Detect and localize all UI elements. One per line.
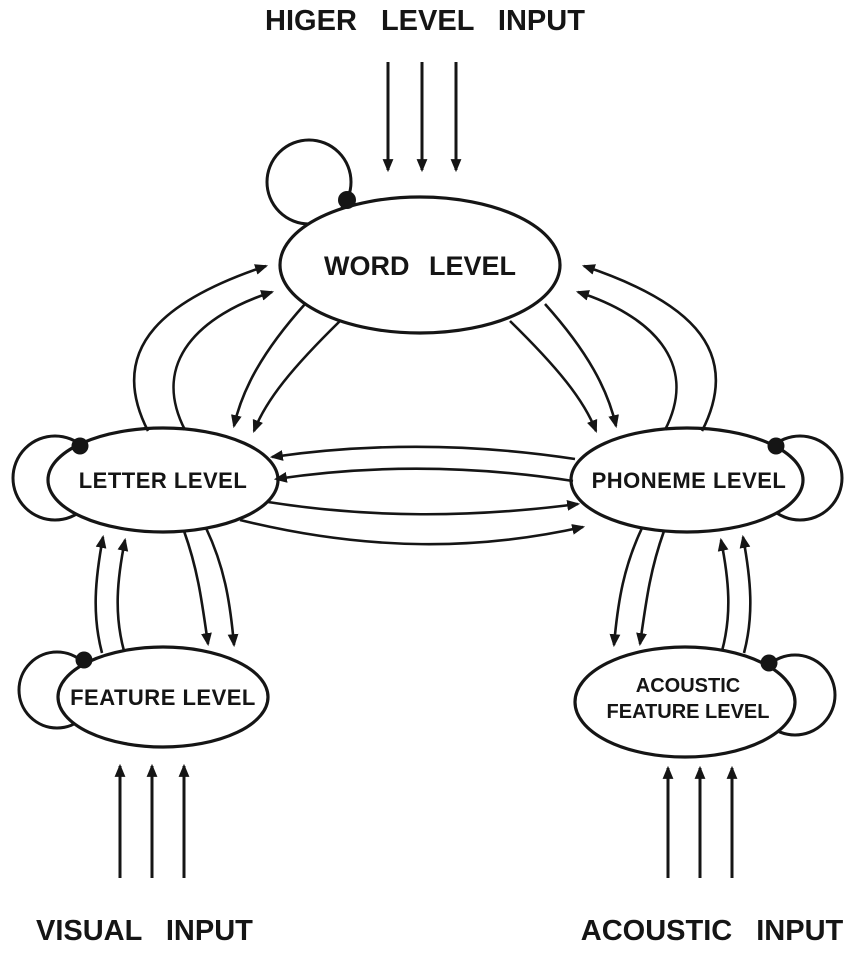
acoustic-to-phoneme-arrow [739, 534, 752, 654]
word-to-phoneme-arrow [509, 320, 598, 434]
phoneme-to-acoustic-arrow [636, 530, 666, 647]
phoneme-to-letter-arrow [269, 445, 576, 461]
phoneme-acoustic-arrows [609, 527, 752, 654]
acoustic-feature-label-line2: FEATURE LEVEL [607, 701, 770, 723]
acoustic-input-arrows [662, 765, 738, 878]
feature-level-inhibition-dot [75, 651, 93, 669]
word-phoneme-arrows [509, 264, 718, 434]
letter-to-phoneme-arrow [239, 518, 586, 546]
visual-input-arrows [114, 763, 190, 878]
phoneme-level-label: PHONEME LEVEL [592, 468, 787, 493]
feature-to-letter-arrow [94, 534, 107, 654]
letter-level-inhibition-dot [71, 437, 89, 455]
letter-to-feature-arrow [182, 530, 212, 647]
word-level-label: WORD LEVEL [324, 251, 516, 281]
acoustic-feature-inhibition-dot [760, 654, 778, 672]
phoneme-to-acoustic-arrow [609, 527, 644, 648]
phoneme-to-word-arrow [581, 264, 718, 432]
word-to-phoneme-arrow [544, 303, 619, 429]
acoustic-feature-node [573, 645, 797, 759]
visual-input-label: VISUAL INPUT [36, 915, 253, 947]
letter-feature-arrows [94, 527, 239, 654]
feature-level-label: FEATURE LEVEL [70, 685, 256, 710]
word-level-node [278, 195, 562, 335]
acoustic-feature-label-line1: ACOUSTIC [636, 675, 740, 697]
acoustic-to-phoneme-arrow [717, 537, 730, 652]
letter-phoneme-arrows [239, 445, 586, 546]
phoneme-to-word-arrow [575, 290, 678, 431]
letter-to-word-arrow [172, 290, 275, 431]
phoneme-level-inhibition-dot [767, 437, 785, 455]
feature-level-node [56, 645, 270, 749]
word-to-letter-arrow [231, 303, 306, 429]
word-letter-arrows [132, 264, 341, 434]
letter-to-feature-arrow [204, 527, 239, 648]
higher-level-input-label: HIGER LEVEL INPUT [265, 5, 585, 37]
feature-to-letter-arrow [116, 537, 129, 652]
word-to-letter-arrow [252, 320, 341, 434]
phoneme-to-letter-arrow [273, 467, 574, 483]
letter-level-label: LETTER LEVEL [79, 468, 248, 493]
letter-to-phoneme-arrow [267, 500, 581, 516]
letter-to-word-arrow [132, 264, 269, 432]
word-level-inhibition-dot [338, 191, 356, 209]
acoustic-input-label: ACOUSTIC INPUT [581, 915, 844, 947]
higher-level-input-arrows [382, 62, 462, 173]
